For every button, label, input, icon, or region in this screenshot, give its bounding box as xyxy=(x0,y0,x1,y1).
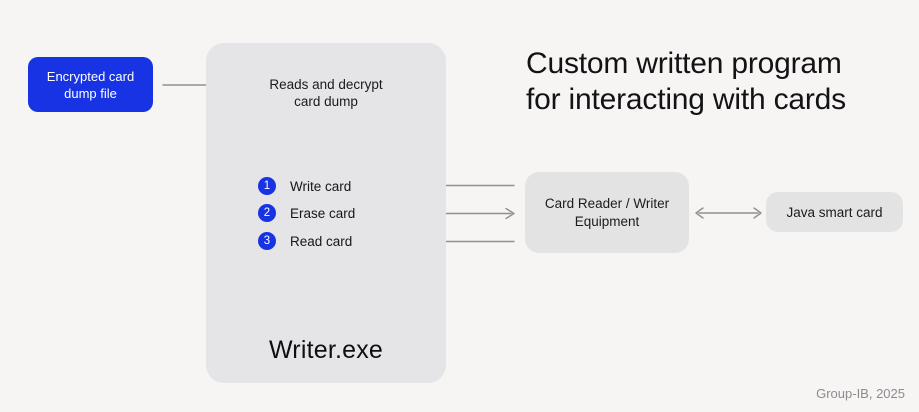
java-smart-card-box: Java smart card xyxy=(766,192,903,232)
step-1-label: Write card xyxy=(290,178,352,194)
card-reader-writer-box: Card Reader / Writer Equipment xyxy=(525,172,689,253)
writer-panel-header: Reads and decrypt card dump xyxy=(269,77,383,109)
step-3-number-badge: 3 xyxy=(258,232,276,250)
card-reader-writer-label: Card Reader / Writer Equipment xyxy=(544,195,670,229)
step-3-label: Read card xyxy=(290,233,353,249)
credit-text: Group-IB, 2025 xyxy=(816,386,905,401)
writer-exe-title: Writer.exe xyxy=(268,336,384,364)
step-erase-card: 2 Erase card xyxy=(258,204,355,222)
encrypted-dump-file-label: Encrypted card dump file xyxy=(46,68,135,101)
step-2-label: Erase card xyxy=(290,205,356,221)
encrypted-dump-file-box: Encrypted card dump file xyxy=(28,57,153,112)
writer-exe-panel xyxy=(206,43,446,383)
step-write-card: 1 Write card xyxy=(258,177,351,195)
java-smart-card-label: Java smart card xyxy=(786,204,883,220)
step-1-number-badge: 1 xyxy=(258,177,276,195)
step-2-number-badge: 2 xyxy=(258,204,276,222)
step-read-card: 3 Read card xyxy=(258,232,352,250)
arrow-equipment-smartcard-bidirectional-icon xyxy=(695,207,762,219)
page-title: Custom written program for interacting w… xyxy=(526,47,846,116)
